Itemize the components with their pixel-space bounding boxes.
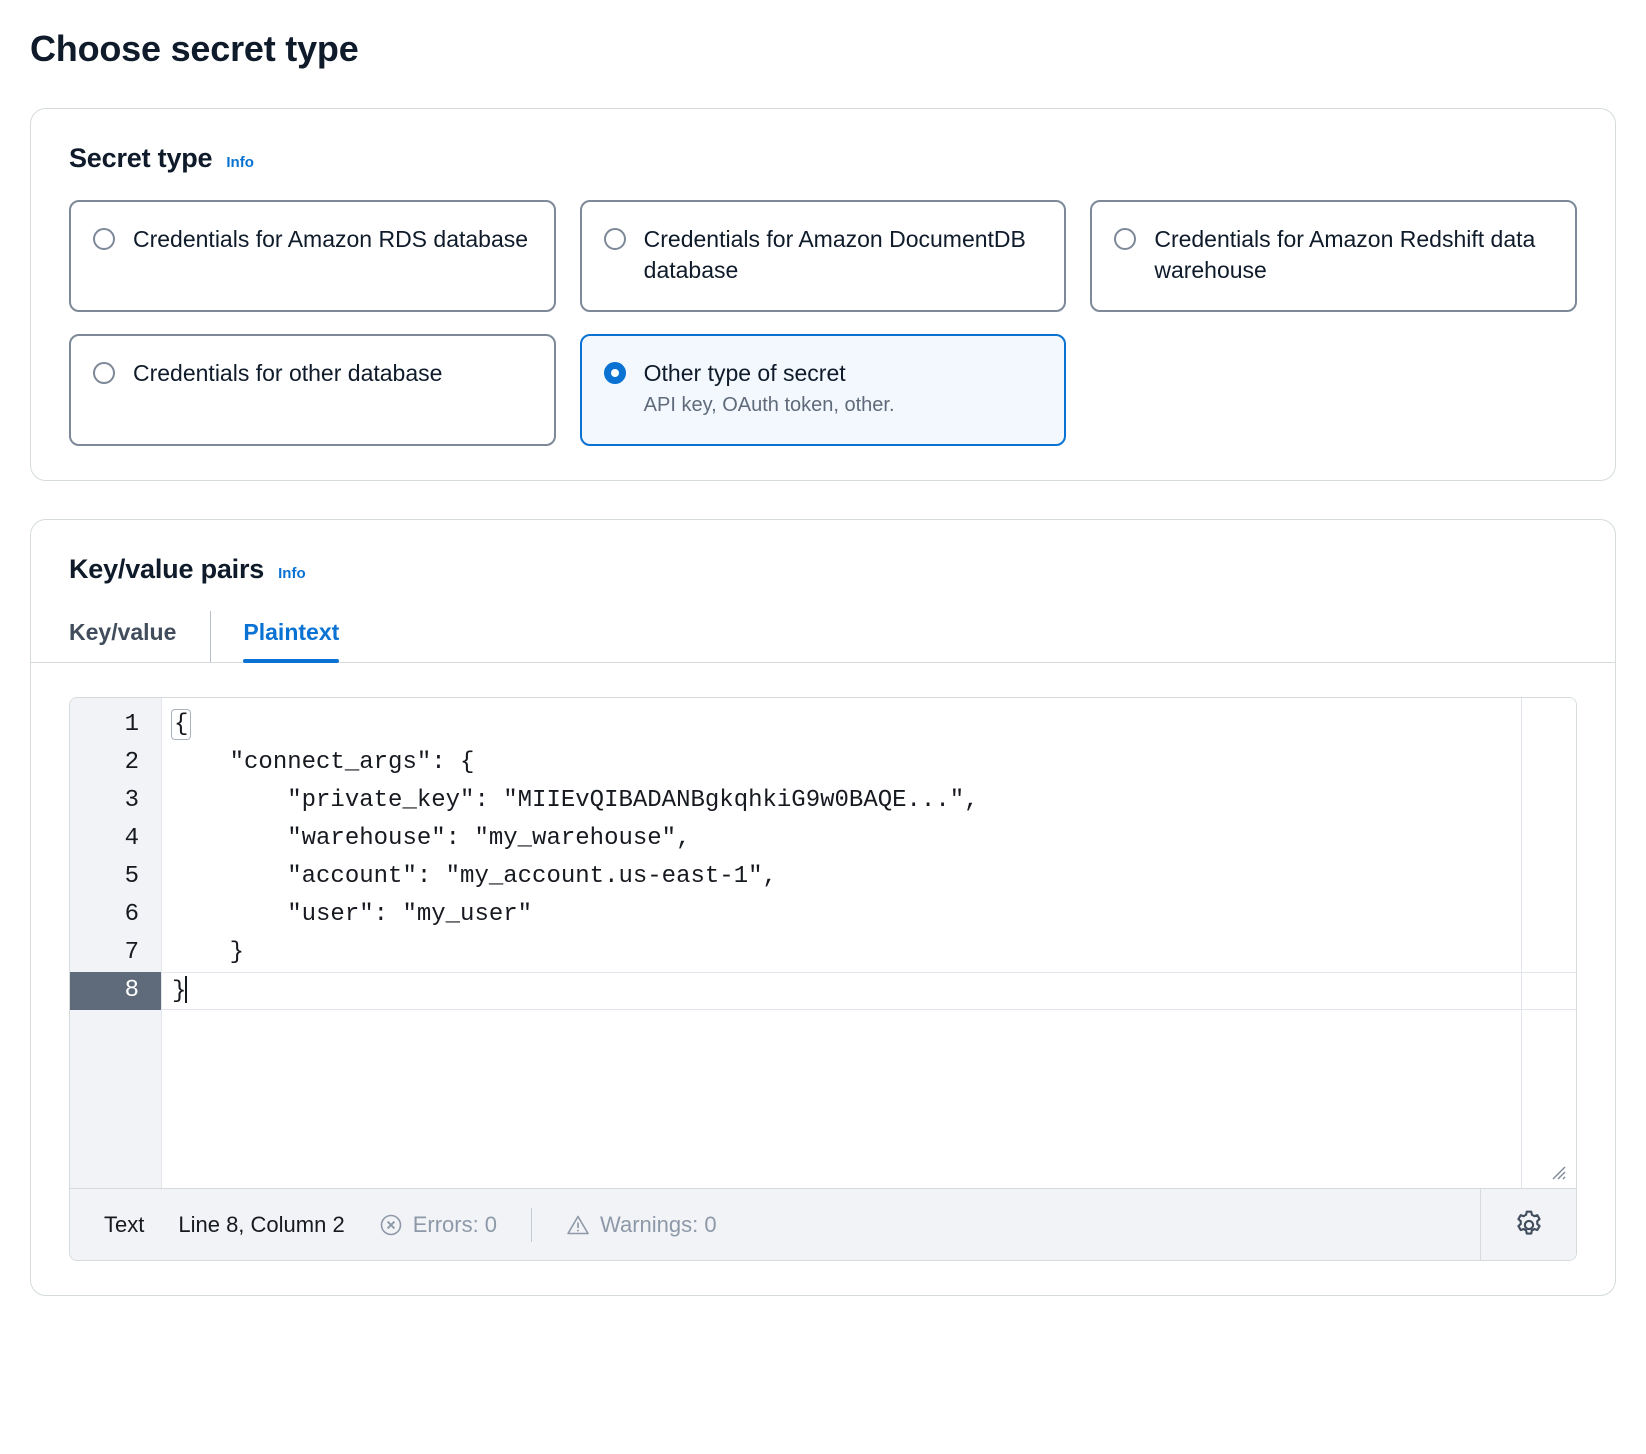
key-value-pairs-tabs: Key/value Plaintext — [31, 611, 1615, 663]
editor-code-area[interactable]: { "connect_args": { "private_key": "MIIE… — [162, 698, 1576, 1188]
secret-type-option-redshift[interactable]: Credentials for Amazon Redshift data war… — [1090, 200, 1577, 312]
status-divider — [531, 1207, 533, 1242]
code-line[interactable]: "connect_args": { — [172, 749, 475, 776]
key-value-pairs-header: Key/value pairs Info — [69, 554, 1577, 585]
secret-type-option-grid: Credentials for Amazon RDS database Cred… — [69, 200, 1577, 446]
plaintext-editor: 1 2 3 4 5 6 7 8 { "connect_args": { "pri… — [69, 697, 1577, 1261]
secret-type-option-other-secret[interactable]: Other type of secret API key, OAuth toke… — [579, 334, 1067, 446]
editor-status-bar: Text Line 8, Column 2 Errors: 0 — [70, 1188, 1576, 1260]
text-cursor — [185, 976, 188, 1003]
code-line-text: } — [172, 978, 187, 1005]
secret-type-option-other-database[interactable]: Credentials for other database — [69, 334, 556, 446]
resize-handle-icon[interactable] — [1548, 1162, 1566, 1180]
code-line-active[interactable]: } — [162, 972, 1576, 1010]
bracket-match-highlight: { — [170, 709, 192, 740]
editor-right-rule — [1521, 698, 1522, 1188]
secret-type-option-rds[interactable]: Credentials for Amazon RDS database — [69, 200, 556, 312]
line-number: 4 — [124, 825, 139, 852]
code-line[interactable]: "warehouse": "my_warehouse", — [172, 825, 691, 852]
code-line[interactable]: { — [162, 706, 1576, 744]
key-value-pairs-heading: Key/value pairs — [69, 554, 265, 584]
option-label: Other type of secret — [643, 360, 846, 386]
status-errors: Errors: 0 — [379, 1212, 497, 1238]
secret-type-info-link[interactable]: Info — [226, 154, 254, 171]
radio-icon-selected[interactable] — [603, 362, 626, 384]
tab-plaintext[interactable]: Plaintext — [210, 611, 369, 663]
option-label: Credentials for other database — [133, 360, 443, 386]
status-warnings: Warnings: 0 — [566, 1212, 717, 1238]
option-label: Credentials for Amazon Redshift data war… — [1154, 226, 1536, 284]
key-value-pairs-info-link[interactable]: Info — [278, 565, 306, 582]
code-line[interactable]: "account": "my_account.us-east-1", — [172, 863, 777, 890]
code-line[interactable]: "user": "my_user" — [172, 901, 533, 928]
option-label: Credentials for Amazon DocumentDB databa… — [643, 226, 1026, 284]
editor-settings-button[interactable] — [1480, 1189, 1576, 1260]
warning-triangle-icon — [566, 1213, 590, 1237]
secret-type-heading: Secret type — [69, 143, 213, 173]
radio-icon[interactable] — [603, 228, 626, 250]
key-value-pairs-panel: Key/value pairs Info Key/value Plaintext… — [30, 519, 1616, 1296]
status-cursor-position: Line 8, Column 2 — [178, 1211, 345, 1237]
option-label: Credentials for Amazon RDS database — [133, 226, 529, 252]
code-line[interactable]: "private_key": "MIIEvQIBADANBgkqhkiG9w0B… — [172, 787, 979, 814]
editor-line-number-gutter: 1 2 3 4 5 6 7 8 — [70, 698, 162, 1188]
line-number-active: 8 — [70, 972, 161, 1010]
status-language: Text — [104, 1211, 145, 1237]
line-number: 7 — [124, 939, 139, 966]
tab-key-value[interactable]: Key/value — [69, 611, 206, 662]
code-line[interactable]: } — [172, 939, 245, 966]
radio-icon[interactable] — [1114, 228, 1137, 250]
radio-icon[interactable] — [93, 362, 115, 384]
line-number: 1 — [124, 711, 139, 738]
line-number: 3 — [124, 787, 139, 814]
gear-icon — [1512, 1208, 1546, 1242]
status-warnings-label: Warnings: 0 — [600, 1211, 717, 1237]
line-number: 2 — [124, 749, 139, 776]
secret-type-header: Secret type Info — [69, 143, 1577, 174]
secret-type-panel: Secret type Info Credentials for Amazon … — [30, 108, 1616, 481]
page-title: Choose secret type — [30, 28, 359, 69]
secret-type-option-documentdb[interactable]: Credentials for Amazon DocumentDB databa… — [579, 200, 1067, 312]
radio-icon[interactable] — [93, 228, 115, 250]
choose-secret-type-page: Choose secret type Secret type Info Cred… — [0, 28, 1646, 1454]
line-number: 5 — [124, 863, 139, 890]
option-description: API key, OAuth token, other. — [643, 394, 895, 417]
status-errors-label: Errors: 0 — [412, 1211, 498, 1237]
editor-body[interactable]: 1 2 3 4 5 6 7 8 { "connect_args": { "pri… — [70, 698, 1576, 1188]
line-number: 6 — [124, 901, 139, 928]
error-circle-icon — [379, 1213, 403, 1237]
